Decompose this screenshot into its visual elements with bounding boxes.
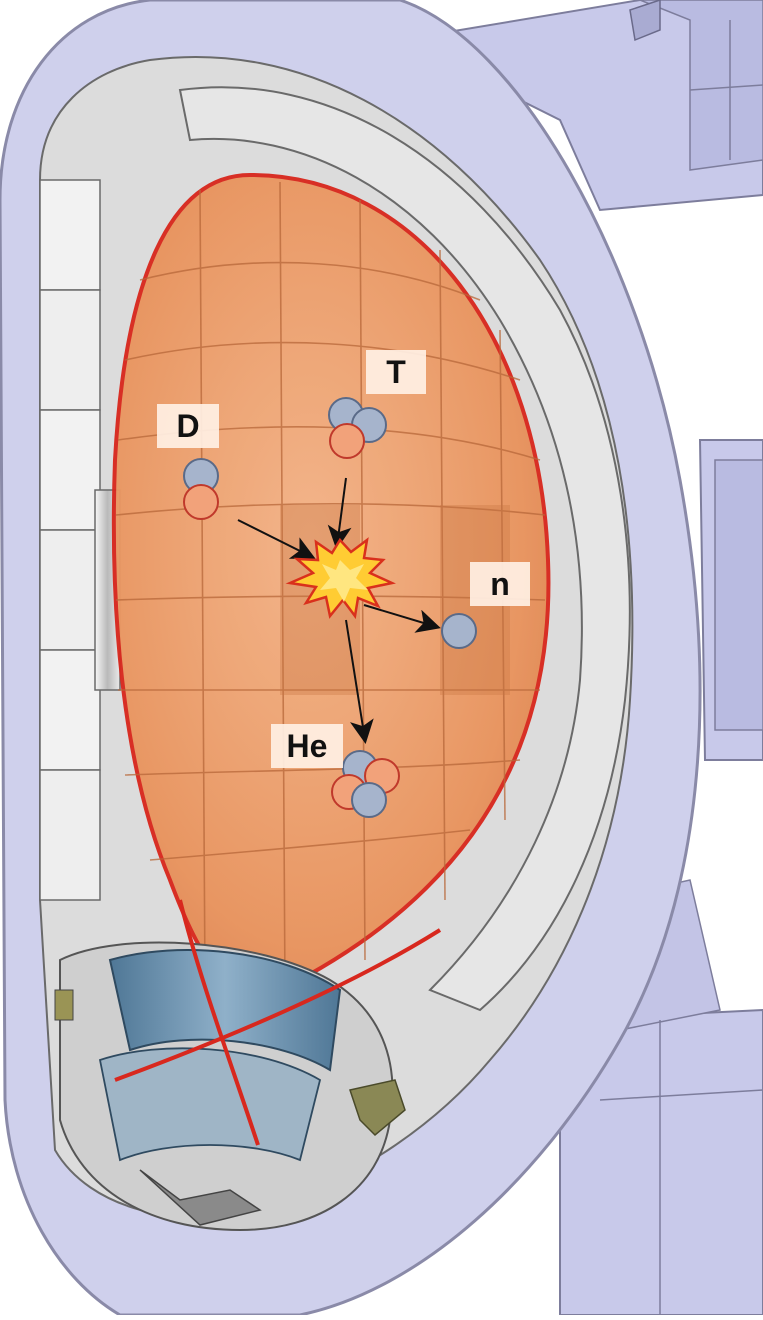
arrow-t-to-fusion	[327, 477, 352, 550]
fusion-burst-core	[320, 560, 368, 602]
arrow-fusion-to-n	[363, 604, 441, 633]
inboard-blanket-modules	[39, 179, 121, 901]
external-coil-structures	[396, 0, 763, 1316]
arrow-fusion-to-he	[345, 619, 374, 744]
outboard-blanket-modules	[178, 86, 631, 1012]
divertor	[54, 941, 406, 1232]
arrow-d-to-fusion	[237, 519, 316, 559]
label-neutron: n	[470, 562, 530, 606]
helium-nucleus-icon	[331, 750, 400, 818]
deuterium-nucleus-icon	[183, 458, 219, 520]
label-deuterium: D	[157, 404, 219, 448]
neutron-icon	[441, 613, 477, 649]
tritium-nucleus-icon	[328, 397, 387, 459]
separatrix-legs	[114, 899, 442, 1146]
label-helium: He	[271, 724, 343, 768]
reaction-arrows	[237, 477, 441, 744]
label-tritium: T	[366, 350, 426, 394]
